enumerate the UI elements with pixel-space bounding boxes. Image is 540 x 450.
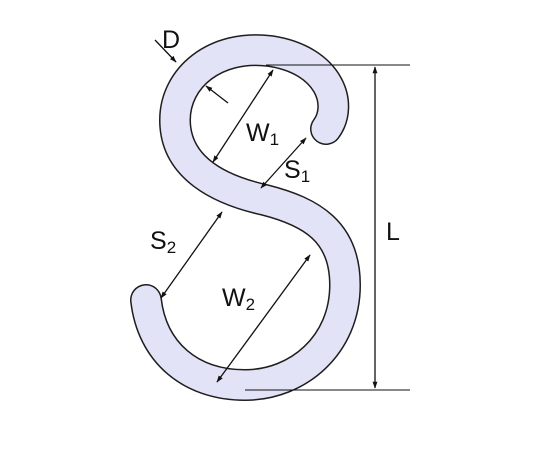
s-hook: [130, 34, 361, 401]
dimension-line-S2: [160, 211, 223, 299]
dimension-line-W1: [212, 69, 274, 163]
label-L: L: [386, 218, 400, 246]
label-W1: W1: [246, 119, 279, 149]
label-S2: S2: [150, 227, 176, 257]
dimension-line-S1: [260, 137, 307, 189]
dimension-pointer-D-outer: [154, 39, 177, 63]
s-hook-fill: [131, 35, 360, 400]
label-W2: W2: [222, 284, 255, 314]
label-D: D: [162, 26, 180, 54]
dimension-line-W2: [216, 254, 311, 383]
dimension-pointer-D-inner: [205, 85, 229, 104]
label-S1: S1: [284, 156, 310, 186]
